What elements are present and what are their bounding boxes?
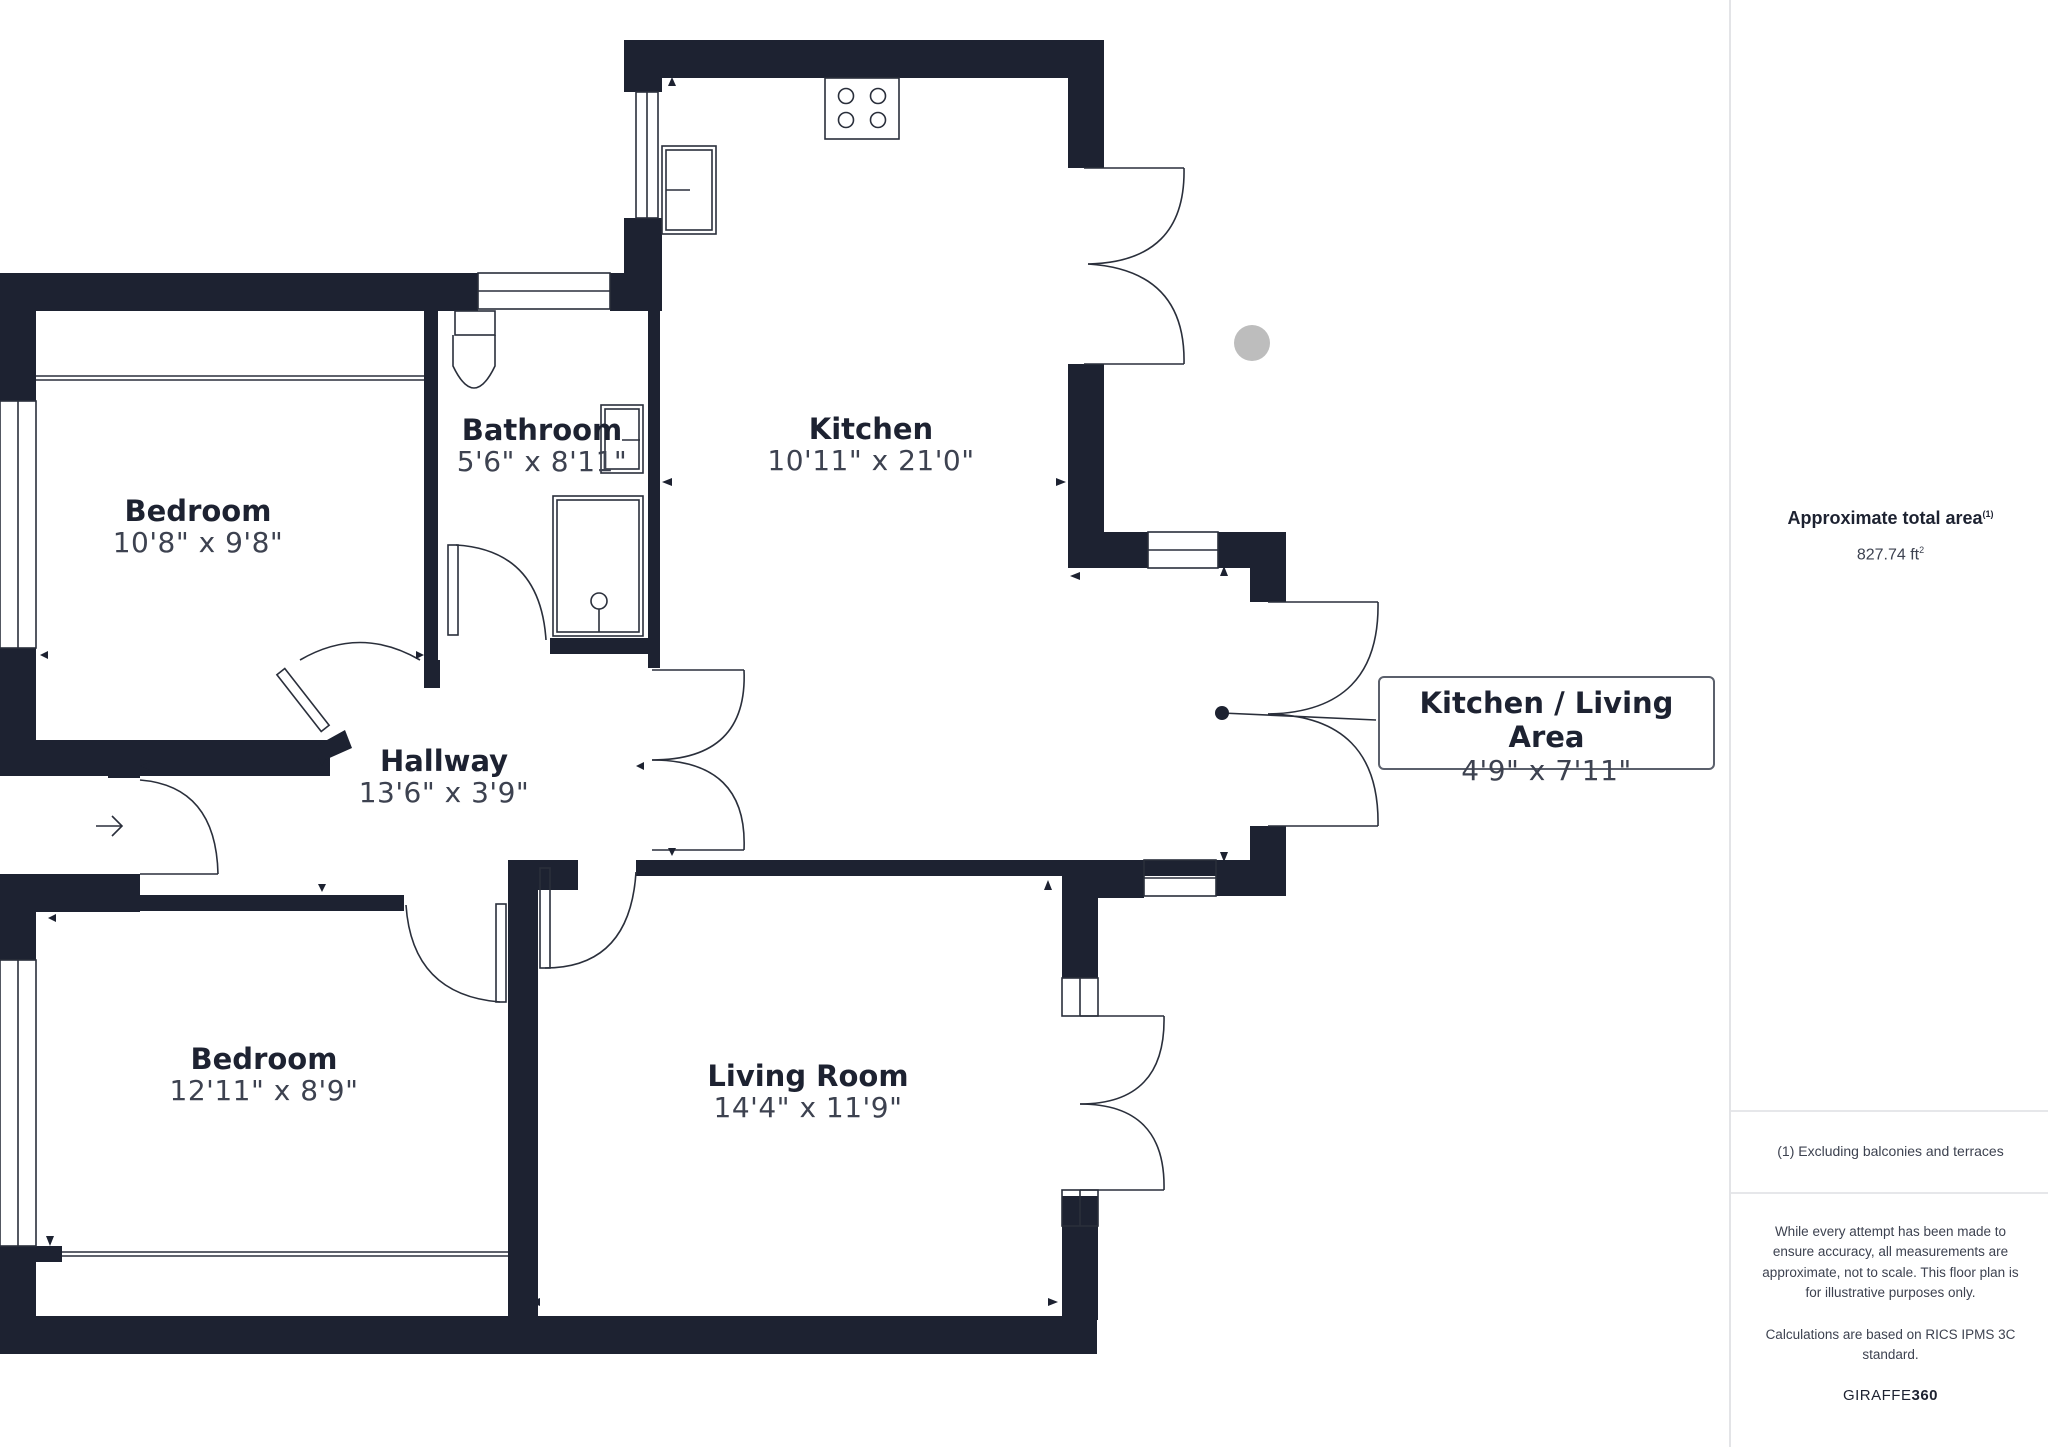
calculation-note: Calculations are based on RICS IPMS 3C s… bbox=[1765, 1327, 2016, 1363]
sidebar-divider bbox=[1731, 1192, 2048, 1194]
room-label-bathroom: Bathroom 5'6" x 8'11" bbox=[457, 414, 628, 478]
walls bbox=[0, 40, 1286, 1354]
room-name: Bedroom bbox=[190, 1042, 338, 1076]
callout-kitchen-living-area: Kitchen / Living Area 4'9" x 7'11" bbox=[1378, 676, 1715, 787]
total-area-label: Approximate total area(1) bbox=[1731, 508, 2048, 529]
total-area-label-text: Approximate total area bbox=[1787, 508, 1983, 528]
room-dimensions: 10'8" x 9'8" bbox=[112, 526, 284, 560]
brand-prefix: GIRAFFE bbox=[1842, 1387, 1912, 1404]
room-label-bedroom-2: Bedroom 12'11" x 8'9" bbox=[170, 1043, 359, 1107]
room-label-bedroom-1: Bedroom 10'8" x 9'8" bbox=[113, 495, 284, 559]
room-label-kitchen: Kitchen 10'11" x 21'0" bbox=[767, 413, 974, 477]
footnote: (1) Excluding balconies and terraces bbox=[1777, 1143, 2004, 1159]
callout-anchor-dot bbox=[1215, 706, 1229, 720]
info-sidebar: Approximate total area(1) 827.74 ft2 (1)… bbox=[1729, 0, 2048, 1447]
callout-name: Kitchen / Living Area bbox=[1419, 686, 1674, 754]
total-area-value-text: 827.74 ft bbox=[1856, 546, 1920, 564]
windows bbox=[0, 91, 1219, 1247]
doors bbox=[96, 167, 1379, 1191]
marker-dot bbox=[1234, 325, 1270, 361]
room-label-living-room: Living Room 14'4" x 11'9" bbox=[707, 1060, 908, 1124]
room-dimensions: 14'4" x 11'9" bbox=[713, 1091, 903, 1125]
room-dimensions: 12'11" x 8'9" bbox=[169, 1074, 359, 1108]
total-area-footnote-ref: (1) bbox=[1982, 509, 1994, 519]
floor-plan: Bedroom 10'8" x 9'8" Bathroom 5'6" x 8'1… bbox=[0, 40, 1715, 1354]
room-name: Living Room bbox=[707, 1059, 909, 1093]
room-dimensions: 13'6" x 3'9" bbox=[358, 776, 530, 810]
sidebar-divider bbox=[1731, 1110, 2048, 1112]
room-name: Kitchen bbox=[808, 412, 934, 446]
disclaimer: While every attempt has been made to ens… bbox=[1762, 1224, 2019, 1300]
dimension-ticks bbox=[40, 77, 1228, 1306]
brand-logo: GIRAFFE360 bbox=[1731, 1387, 2048, 1404]
total-area-unit-exponent: 2 bbox=[1919, 545, 1925, 555]
room-dimensions: 10'11" x 21'0" bbox=[767, 444, 975, 478]
total-area-value: 827.74 ft2 bbox=[1731, 545, 2048, 564]
brand-suffix: 360 bbox=[1911, 1387, 1939, 1404]
room-name: Hallway bbox=[379, 744, 509, 778]
room-dimensions: 5'6" x 8'11" bbox=[456, 445, 628, 479]
room-name: Bathroom bbox=[461, 413, 623, 447]
callout-dimensions: 4'9" x 7'11" bbox=[1461, 754, 1632, 787]
room-name: Bedroom bbox=[124, 494, 272, 528]
room-label-hallway: Hallway 13'6" x 3'9" bbox=[359, 745, 530, 809]
fixtures bbox=[36, 77, 1377, 1257]
